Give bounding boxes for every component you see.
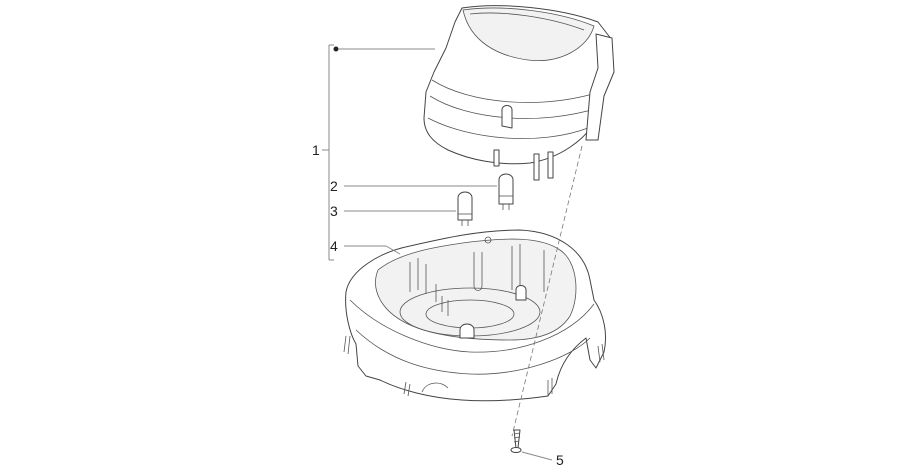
part-2-rubber-peg [498,173,514,210]
reference-dot [333,46,339,52]
callout-1: 1 [312,142,320,158]
upper-cowl [423,5,615,181]
callout-2: 2 [330,178,338,194]
alignment-axis [511,145,583,437]
callout-5: 5 [556,452,564,466]
assembly-bracket [322,44,435,261]
part-3-rubber-peg [457,191,473,226]
part-5-screw [510,429,553,461]
callout-3: 3 [330,203,338,219]
leader-4-tail [385,245,401,255]
part-4-lower-housing [343,229,607,402]
callout-4: 4 [330,238,338,254]
